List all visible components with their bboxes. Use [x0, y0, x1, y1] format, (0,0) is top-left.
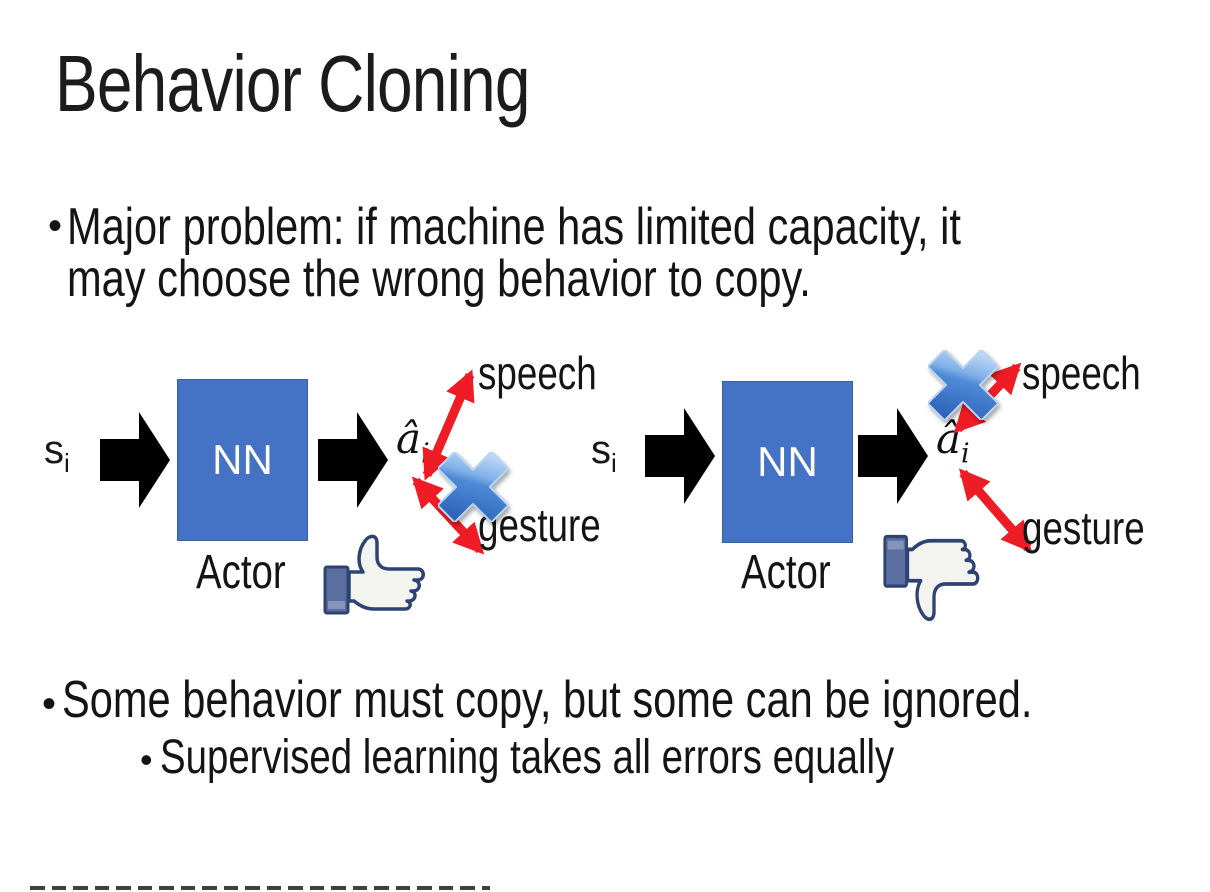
double-arrow-gesture-icon: [958, 468, 1033, 553]
gesture-label: gesture: [1022, 502, 1145, 554]
thumbs-up-icon: [323, 534, 425, 615]
speech-label: speech: [478, 347, 597, 399]
bullet-marker: •: [140, 739, 153, 780]
flow-arrow-icon: [858, 408, 928, 504]
cropped-bottom-text: [30, 886, 490, 890]
bullet-marker: •: [42, 682, 57, 726]
bullet-text-some-behavior: Some behavior must copy, but some can be…: [62, 671, 1033, 729]
speech-label: speech: [1022, 347, 1141, 399]
flow-arrow-icon: [645, 408, 715, 504]
page-title: Behavior Cloning: [55, 39, 530, 128]
nn-label: NN: [212, 436, 273, 483]
double-arrow-speech-icon: [422, 369, 475, 481]
nn-box: NN: [177, 379, 308, 541]
bullet-text-major-problem-line2: may choose the wrong behavior to copy.: [67, 250, 811, 308]
bullet-text-major-problem-line1: Major problem: if machine has limited ca…: [67, 198, 961, 256]
thumbs-down-icon: [883, 534, 980, 622]
nn-box: NN: [722, 381, 853, 543]
bullet-marker: •: [48, 204, 63, 248]
actor-label: Actor: [196, 546, 286, 599]
input-state-label: si: [591, 428, 617, 478]
input-state-label: si: [44, 428, 70, 478]
bullet-text-supervised-learning: Supervised learning takes all errors equ…: [160, 731, 895, 784]
nn-label: NN: [757, 438, 818, 485]
cross-icon: [438, 452, 508, 522]
flow-arrow-icon: [318, 412, 388, 508]
output-action-label: âi: [936, 414, 970, 470]
actor-label: Actor: [741, 546, 831, 599]
flow-arrow-icon: [100, 412, 170, 508]
cross-icon: [928, 350, 998, 420]
